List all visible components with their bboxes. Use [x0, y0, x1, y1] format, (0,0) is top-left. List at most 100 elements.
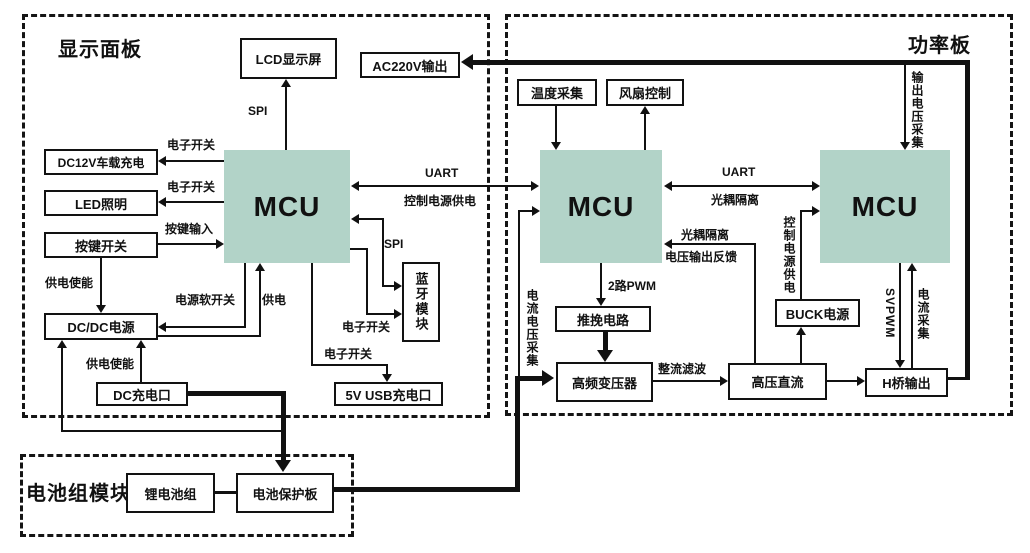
power-board-title: 功率板	[908, 35, 971, 57]
wire-esw-bt-h1	[350, 248, 368, 250]
label-output-voltage-sampling: 输出电压采集	[910, 71, 924, 149]
wire-protect-transformer-h1	[334, 487, 520, 492]
arrow-spi-into-bt	[394, 281, 402, 291]
label-opto-isolation-uart: 光耦隔离	[711, 193, 760, 207]
wire-softswitch-v	[244, 263, 246, 328]
wire-protect-transformer-v	[515, 378, 520, 492]
wire-mcu-dc12v	[160, 160, 224, 162]
hf-transformer-block: 高频变压器	[556, 362, 653, 402]
arrow-into-buck	[796, 327, 806, 335]
arrow-voutsample-into-mcu	[900, 142, 910, 150]
arrow-uart-into-control-mcu	[531, 181, 539, 191]
li-battery-pack-block: 锂电池组	[126, 473, 215, 513]
wire-svpwm	[899, 263, 901, 361]
arrow-keyinput-into-mcu	[216, 239, 224, 249]
label-esw-led: 电子开关	[167, 180, 216, 194]
arrow-into-led	[158, 197, 166, 207]
arrow-into-usb	[382, 374, 392, 382]
label-power-supply: 供电	[262, 293, 287, 307]
label-current-sampling: 电流采集	[916, 288, 930, 340]
label-rectify-filter: 整流滤波	[658, 362, 707, 376]
label-svpwm: SVPWM	[883, 288, 897, 339]
usb-5v-port-block: 5V USB充电口	[334, 382, 443, 406]
arrow-into-hvdc	[720, 376, 728, 386]
wire-keyswitch-mcu	[158, 243, 218, 245]
arrow-into-hbridge	[857, 376, 865, 386]
key-switch-block: 按键开关	[44, 232, 158, 258]
wire-mcu-lcd	[285, 81, 287, 150]
wire-dcport-dcdc	[140, 346, 142, 382]
arrow-into-transformer-top	[597, 350, 613, 362]
ac220v-output-block: AC220V输出	[360, 52, 460, 78]
bluetooth-module-block: 蓝牙模块	[402, 262, 440, 342]
battery-protection-board-block: 电池保护板	[236, 473, 334, 513]
arrow-pwm-into-pushpull	[596, 298, 606, 306]
wire-supply-v	[259, 269, 261, 337]
arrow-enable2-into-dcdc	[136, 340, 146, 348]
arrow-supply-into-mcu	[255, 263, 265, 271]
label-uart-right: UART	[722, 165, 756, 179]
fan-control-block: 风扇控制	[606, 79, 684, 106]
wire-usb-h	[311, 364, 388, 366]
wire-2ch-pwm	[600, 263, 602, 300]
inverter-mcu-block: MCU	[820, 150, 950, 263]
wire-pushpull-transformer	[603, 332, 608, 352]
wire-hvdc-hbridge	[827, 380, 858, 382]
wire-feedback-v	[754, 244, 756, 363]
label-2ch-pwm: 2路PWM	[608, 279, 657, 293]
wire-esw-bt-h2	[366, 313, 394, 315]
arrow-esw-into-bt	[394, 309, 402, 319]
wire-iv-sample-v	[518, 211, 520, 378]
arrow-ctrlpower-into-mcu	[812, 206, 820, 216]
arrow-svpwm-into-hbridge	[895, 360, 905, 368]
dcdc-power-block: DC/DC电源	[44, 313, 158, 340]
wire-protect-transformer-h2	[515, 376, 542, 381]
arrow-feedback-into-mcu	[664, 239, 672, 249]
battery-module-outline	[20, 454, 354, 537]
buck-power-block: BUCK电源	[775, 299, 860, 327]
wire-spi-bt-h1	[354, 218, 384, 220]
lcd-screen-block: LCD显示屏	[240, 38, 337, 79]
battery-module-title: 电池组模块	[26, 483, 131, 505]
wire-hbridge-bus	[948, 377, 968, 380]
control-mcu-block: MCU	[540, 150, 662, 263]
wire-output-bus-h	[472, 60, 970, 65]
arrow-uart2-into-control-mcu	[664, 181, 672, 191]
display-panel-title: 显示面板	[58, 39, 142, 61]
label-spi-bluetooth: SPI	[384, 237, 404, 251]
wire-current-sampling	[911, 269, 913, 368]
wire-dcport-protect-v	[281, 391, 286, 461]
arrow-uart2-into-inverter-mcu	[812, 181, 820, 191]
label-power-soft-switch: 电源软开关	[175, 293, 236, 307]
wire-hvdc-buck	[800, 333, 802, 363]
led-lighting-block: LED照明	[44, 190, 158, 216]
label-voltage-output-feedback: 电压输出反馈	[665, 250, 738, 264]
wire-keyswitch-dcdc	[100, 258, 102, 307]
arrow-into-protect-board	[275, 460, 291, 472]
arrow-iv-sample-into-mcu	[532, 206, 540, 216]
wire-buck-mcu-v	[800, 211, 802, 299]
wire-uart-left	[355, 185, 535, 187]
h-bridge-output-block: H桥输出	[865, 368, 948, 397]
label-spi-lcd: SPI	[248, 104, 268, 118]
label-supply-enable-bottom: 供电使能	[86, 357, 135, 371]
temperature-sampling-block: 温度采集	[517, 79, 597, 106]
label-ctrl-power-left: 控制电源供电	[404, 194, 477, 208]
arrow-enable-into-dcdc	[96, 305, 106, 313]
arrow-softswitch-into-dcdc	[158, 322, 166, 332]
arrow-battery-into-transformer	[542, 370, 554, 386]
dc12v-car-charger-block: DC12V车载充电	[44, 149, 158, 175]
wire-mcu-led	[160, 201, 224, 203]
wire-battery-dcdc-h	[61, 430, 285, 432]
wire-vout-sample	[904, 63, 906, 144]
label-supply-enable-top: 供电使能	[45, 276, 94, 290]
label-opto-isolation-feedback: 光耦隔离	[681, 228, 730, 242]
arrow-isample-into-mcu	[907, 263, 917, 271]
wire-feedback-h	[668, 243, 756, 245]
wire-usb-v1	[311, 263, 313, 366]
wire-dcport-protect-h	[188, 391, 286, 396]
wire-spi-bt-v	[382, 218, 384, 287]
label-key-input: 按键输入	[165, 222, 214, 236]
label-esw-bluetooth: 电子开关	[342, 320, 391, 334]
